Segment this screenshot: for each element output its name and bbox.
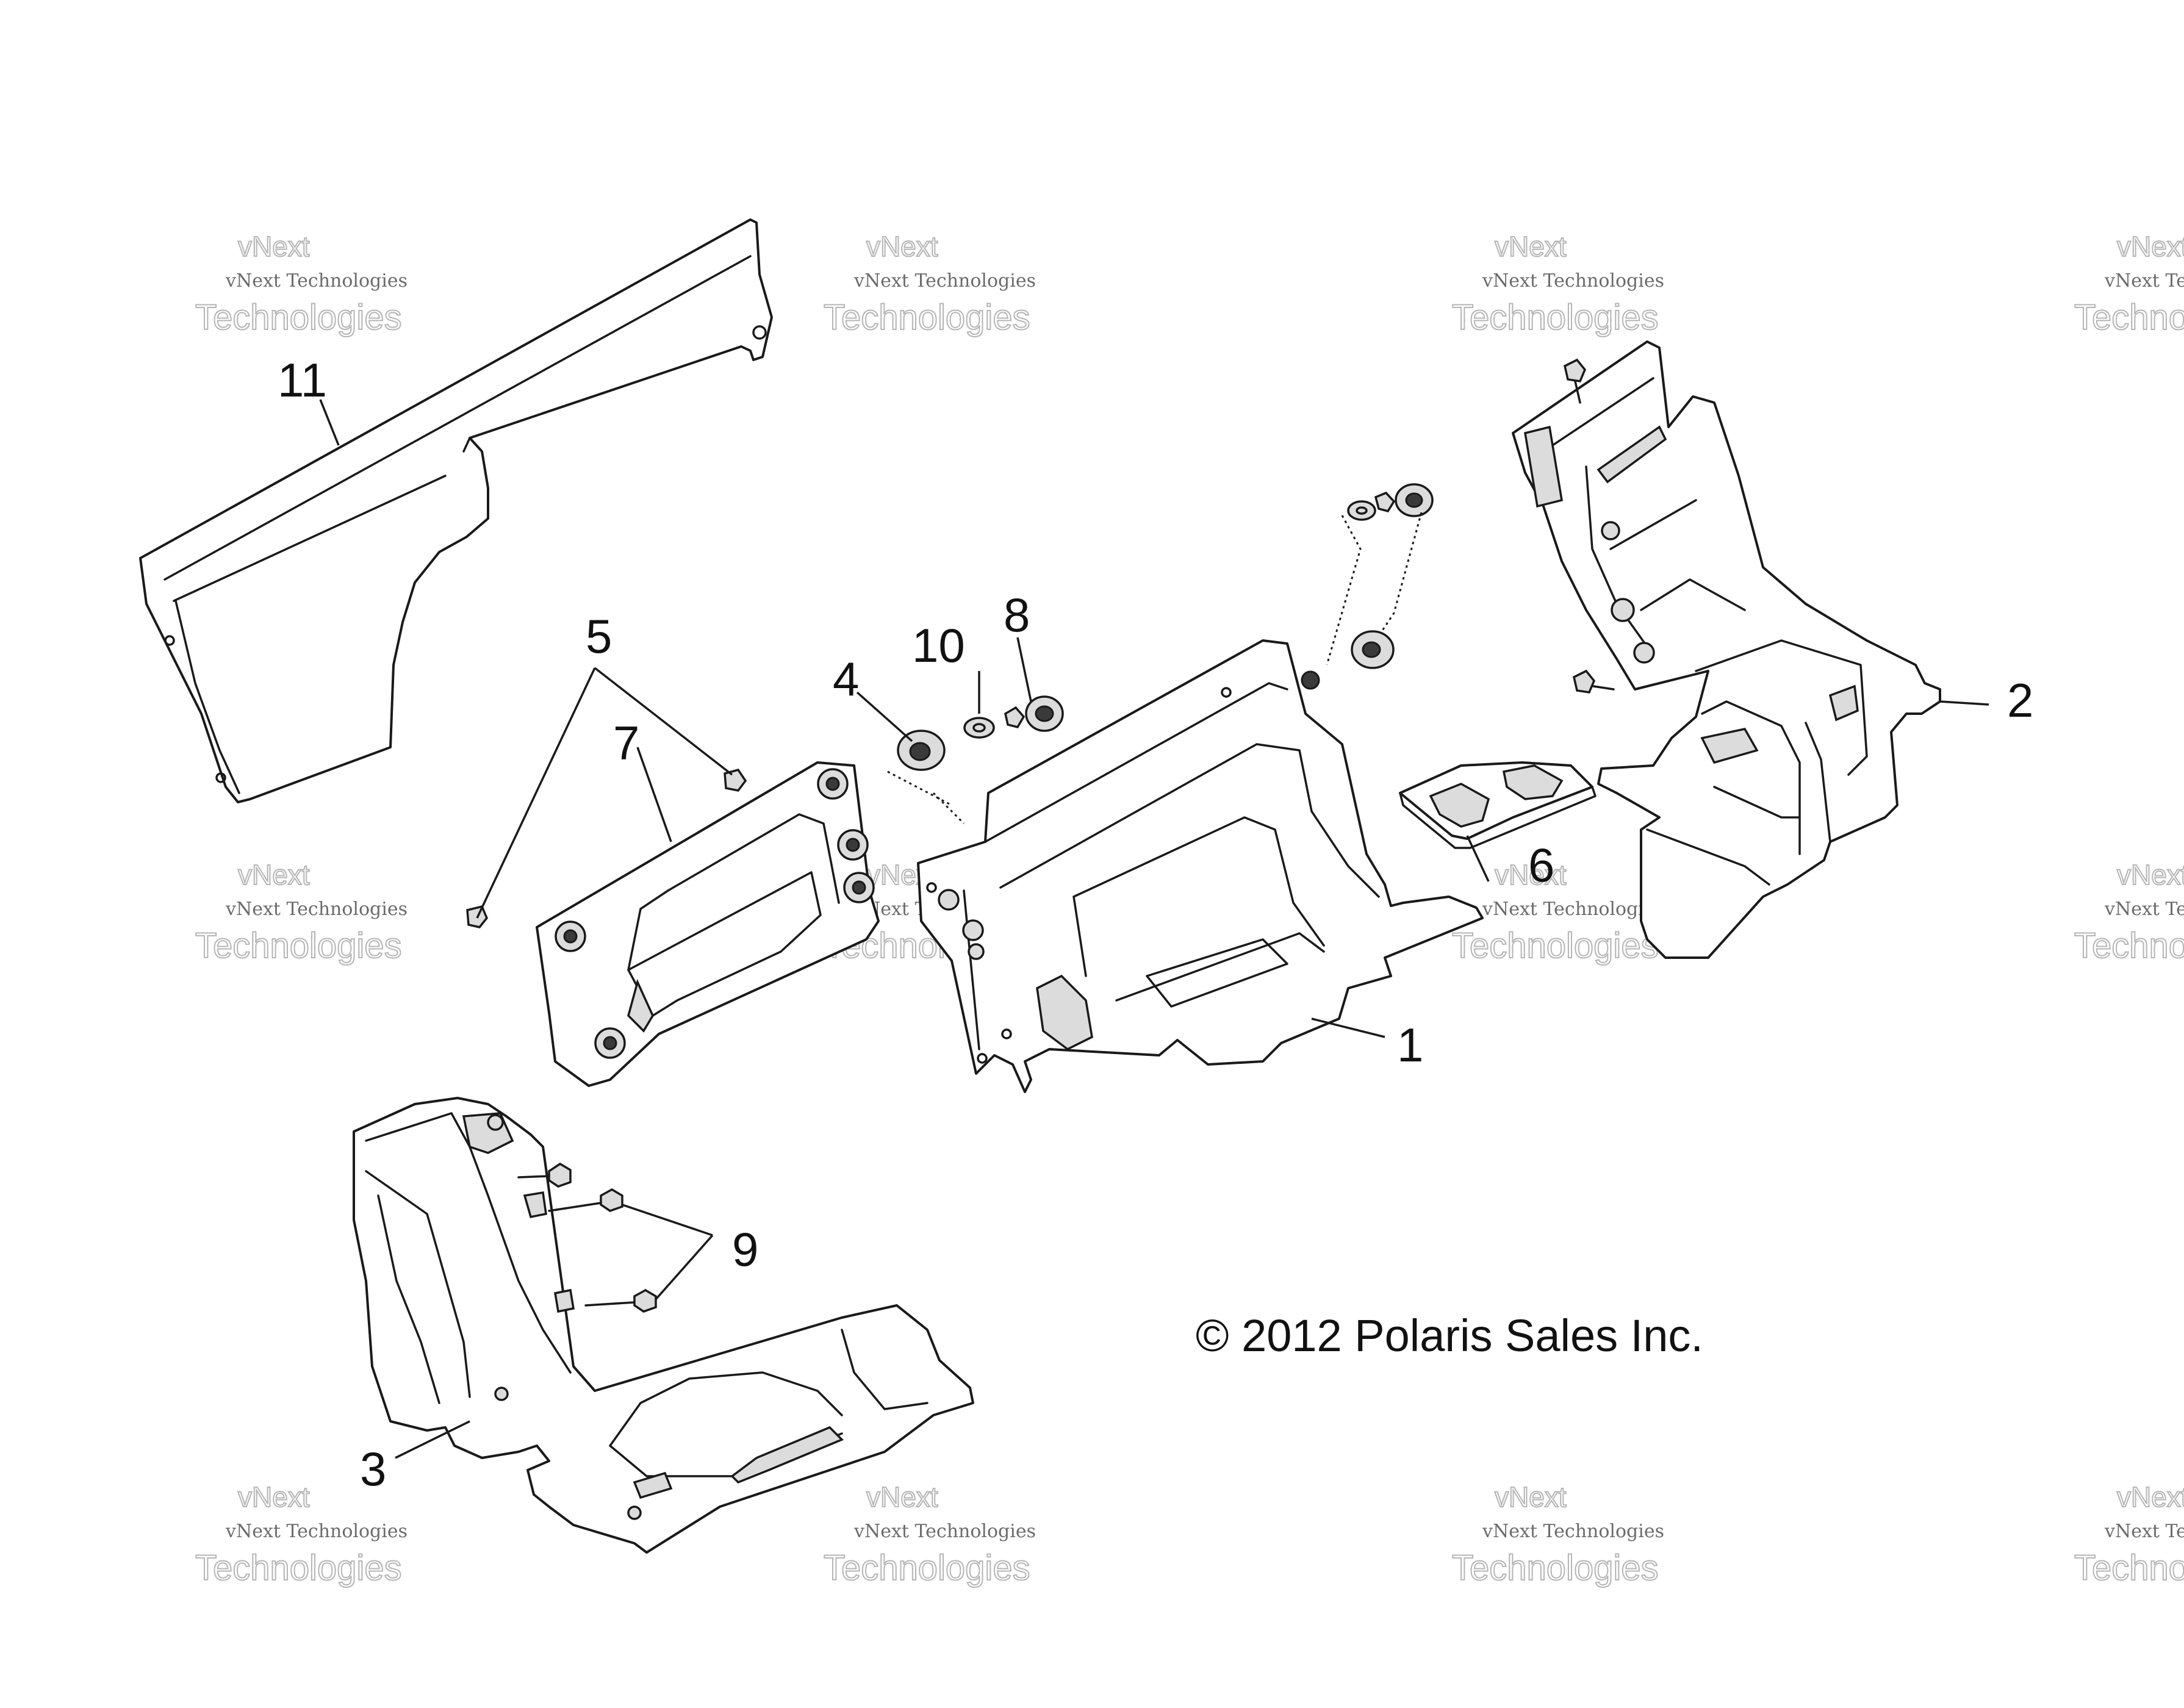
- watermark-big: Technologies: [195, 1548, 402, 1588]
- watermark-line: vNext Technologies: [1482, 1521, 1664, 1542]
- watermark-top: vNext: [1495, 859, 1567, 891]
- watermark: vNext vNext Technologies Technologies: [195, 1480, 408, 1588]
- watermark-line: vNext Technologies: [2104, 270, 2184, 292]
- watermark: vNext vNext Technologies Technologies: [1451, 230, 1664, 338]
- part-2-box: [1512, 340, 1941, 959]
- part-6-tray: [1399, 761, 1597, 849]
- watermark: vNext vNext Technologies Technologies: [2074, 858, 2184, 966]
- watermark-top: vNext: [2117, 231, 2184, 262]
- watermark-big: Technologies: [195, 298, 402, 337]
- watermark-big: Technologies: [1452, 298, 1659, 337]
- washer-icon: [963, 717, 995, 739]
- callout-2: 2: [2007, 673, 2033, 727]
- watermark-line: vNext Technologies: [853, 1521, 1036, 1542]
- leader-lines: [319, 399, 1989, 1459]
- watermark: vNext vNext Technologies Technologies: [823, 230, 1036, 338]
- watermark-top: vNext: [238, 231, 310, 262]
- watermark-line: vNext Technologies: [2104, 1521, 2184, 1542]
- watermark-big: Technologies: [824, 1548, 1030, 1588]
- part-1-center-panel: [917, 639, 1484, 1093]
- callout-8: 8: [1004, 588, 1030, 642]
- part-7-plate: [536, 761, 880, 1087]
- copyright-notice: © 2012 Polaris Sales Inc.: [1196, 1310, 1703, 1361]
- callout-4: 4: [833, 652, 859, 706]
- watermark-top: vNext: [2117, 859, 2184, 891]
- watermark-top: vNext: [866, 1481, 938, 1513]
- watermark: vNext vNext Technologies Technologies: [1451, 1480, 1664, 1588]
- watermark-line: vNext Technologies: [2104, 899, 2184, 920]
- watermark-line: vNext Technologies: [225, 1521, 408, 1542]
- watermark: vNext vNext Technologies Technologies: [195, 858, 408, 966]
- watermark: vNext vNext Technologies Technologies: [823, 1480, 1036, 1588]
- watermark: vNext vNext Technologies Technologies: [195, 230, 408, 338]
- callout-5: 5: [586, 609, 612, 663]
- callout-11: 11: [278, 353, 327, 407]
- watermark-big: Technologies: [2074, 1548, 2184, 1588]
- bolt-icon: [1563, 358, 1587, 382]
- right-hardware: [1326, 483, 1434, 669]
- watermark-top: vNext: [238, 859, 310, 891]
- nut-icon: [724, 768, 747, 792]
- bolt-icon: [600, 1188, 623, 1212]
- watermark-big: Technologies: [1452, 926, 1659, 966]
- watermark-big: Technologies: [195, 926, 402, 966]
- callout-3: 3: [360, 1442, 386, 1496]
- callout-labels: 11 5 7 4 10 8 6 1 2 9 3: [278, 353, 2033, 1496]
- callout-7: 7: [613, 716, 639, 770]
- part-11-side-panel: [139, 218, 773, 803]
- callout-1: 1: [1397, 1018, 1423, 1072]
- watermark-big: Technologies: [2074, 926, 2184, 966]
- bolt-icon: [633, 1288, 657, 1313]
- watermark-big: Technologies: [1452, 1548, 1659, 1588]
- watermark-top: vNext: [866, 231, 938, 262]
- watermark-line: vNext Technologies: [1482, 899, 1664, 920]
- callout-9: 9: [732, 1222, 758, 1276]
- left-hardware: [887, 695, 1064, 825]
- watermark-top: vNext: [2117, 1481, 2184, 1513]
- part-3-floor-panel: [353, 1097, 974, 1554]
- watermark-layer: vNext vNext Technologies Technologies vN…: [195, 230, 2184, 1588]
- watermark: vNext vNext Technologies Technologies: [2074, 1480, 2184, 1588]
- watermark-big: Technologies: [824, 298, 1030, 337]
- watermark-line: vNext Technologies: [1482, 270, 1664, 292]
- watermark-big: Technologies: [2074, 298, 2184, 337]
- callout-6: 6: [1528, 838, 1554, 892]
- bolt-icon: [548, 1162, 572, 1188]
- watermark-top: vNext: [1495, 231, 1567, 262]
- watermark-line: vNext Technologies: [225, 270, 408, 292]
- bolt-icon: [1572, 669, 1596, 694]
- callout-10: 10: [912, 619, 965, 672]
- watermark: vNext vNext Technologies Technologies: [1451, 858, 1664, 966]
- part-5-nuts: [466, 768, 747, 928]
- watermark-top: vNext: [1495, 1481, 1567, 1513]
- watermark-line: vNext Technologies: [853, 270, 1036, 292]
- part-9-bolts: [517, 1162, 657, 1313]
- watermark-top: vNext: [238, 1481, 310, 1513]
- watermark: vNext vNext Technologies Technologies: [2074, 230, 2184, 338]
- watermark-line: vNext Technologies: [225, 899, 408, 920]
